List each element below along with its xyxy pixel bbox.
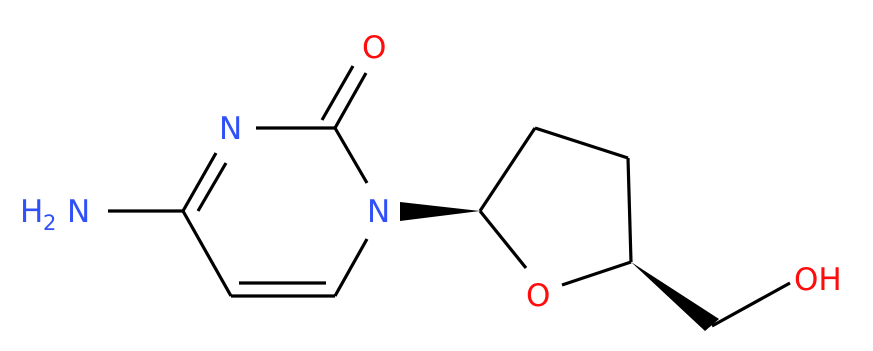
sugar-ring-o-label: O <box>526 278 550 314</box>
bond-c1-c2-sugar <box>478 127 537 212</box>
bond-c4-n3 <box>181 152 218 212</box>
bond-c2-o <box>333 72 368 129</box>
bond-c5-oh <box>711 281 791 328</box>
bond-o-c1-sugar <box>478 209 528 270</box>
bond-c3-c4-sugar <box>626 157 633 263</box>
amine-h-label: H <box>20 194 43 230</box>
bond-c2-c3-sugar <box>534 126 629 160</box>
bond-c2-n1 <box>333 127 369 184</box>
wedge-bond-c4-c5 <box>631 262 719 331</box>
carbonyl-o-label: O <box>362 30 386 66</box>
ring-n1-label: N <box>367 194 390 230</box>
amine-subscript-label: 2 <box>43 211 56 235</box>
bond-n1-c6 <box>333 238 369 297</box>
atom-labels: H 2 N N N O O OH <box>20 30 842 314</box>
bond-c2-o-double <box>320 65 355 121</box>
bond-c5-c4 <box>181 210 233 297</box>
amine-n-label: N <box>67 194 90 230</box>
bonds <box>108 65 791 328</box>
wedge-bond-n1-c1 <box>400 202 480 221</box>
bond-c4-o-sugar <box>561 260 632 287</box>
ring-n3-label: N <box>219 111 242 147</box>
hydroxyl-label: OH <box>794 262 842 298</box>
bond-c4-n3-double <box>196 162 228 212</box>
